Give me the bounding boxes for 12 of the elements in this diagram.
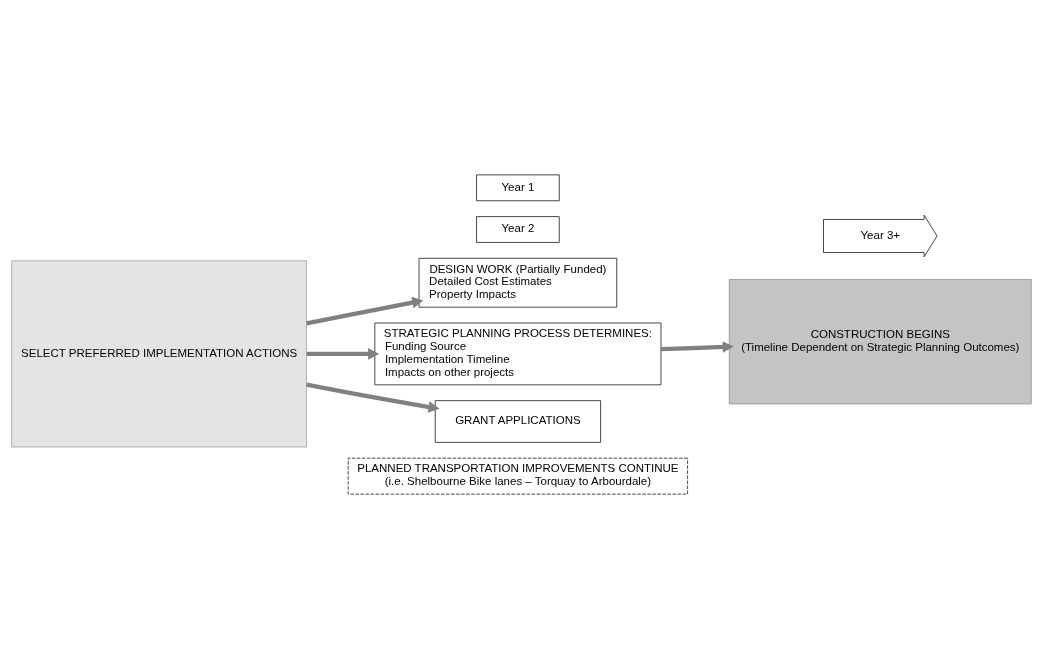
arrow <box>306 347 380 360</box>
node-box: PLANNED TRANSPORTATION IMPROVEMENTS CONTINUE (i.e. Shelbourne Bike lanes – Torquay to Arbourdale) <box>347 457 688 494</box>
node-box: CONSTRUCTION BEGINS (Timeline Dependent on Strategic Planning Outcomes) <box>728 278 1032 404</box>
node-box: Year 2 <box>476 215 560 243</box>
node-box: DESIGN WORK (Partially Funded) Detailed Cost Estimates Property Impacts <box>418 257 618 308</box>
node-box: SELECT PREFERRED IMPLEMENTATION ACTIONS <box>11 259 307 447</box>
node-box: STRATEGIC PLANNING PROCESS DETERMINES: Funding Source Implementation Timeline Impacts on other projects <box>374 322 662 385</box>
arrow <box>306 382 440 413</box>
arrow <box>306 296 424 326</box>
arrow <box>660 340 734 353</box>
node-box: Year 1 <box>476 174 560 201</box>
node-box: GRANT APPLICATIONS <box>434 399 601 443</box>
